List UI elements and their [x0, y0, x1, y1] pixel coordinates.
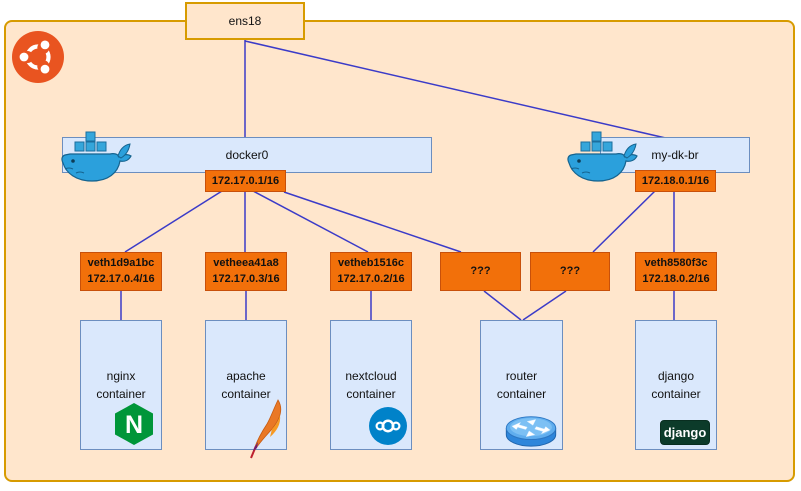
node-ens18: ens18	[185, 2, 305, 40]
node-vetheea41a8: vetheea41a8 172.17.0.3/16	[205, 252, 287, 291]
veth1d9a1bc-text: veth1d9a1bc 172.17.0.4/16	[87, 256, 155, 285]
django-logo-icon: django	[660, 420, 710, 445]
django-logo-text: django	[663, 424, 707, 440]
node-django-container: django container django	[635, 320, 717, 450]
router-icon	[505, 416, 557, 447]
router-container-label: router container	[496, 369, 547, 401]
unknown-veth-left-text: ???	[470, 264, 491, 277]
my-dk-br-label: my-dk-br	[651, 148, 699, 162]
nginx-logo-icon: N	[115, 403, 153, 445]
my-dk-br-ip-text: 172.18.0.1/16	[641, 175, 710, 187]
unknown-veth-right-text: ???	[559, 264, 581, 277]
node-veth1d9a1bc: veth1d9a1bc 172.17.0.4/16	[80, 252, 162, 291]
node-bridge-docker0: docker0	[62, 137, 432, 173]
django-container-label: django container	[651, 369, 701, 401]
nginx-container-label: nginx container	[96, 369, 146, 401]
apache-container-label: apache container	[221, 369, 271, 401]
nextcloud-container-label: nextcloud container	[345, 369, 397, 401]
node-bridge-my-dk-br: my-dk-br	[600, 137, 750, 173]
node-nextcloud-container: nextcloud container	[330, 320, 412, 450]
node-veth8580f3c: veth8580f3c 172.18.0.2/16	[635, 252, 717, 291]
svg-text:N: N	[125, 411, 143, 439]
node-unknown-veth-left: ???	[440, 252, 521, 291]
node-router-container: router container	[480, 320, 563, 450]
node-apache-container: apache container	[205, 320, 287, 459]
my-dk-br-ip-label: 172.18.0.1/16	[635, 170, 716, 192]
docker0-label: docker0	[225, 148, 269, 162]
node-nginx-container: nginx container N	[80, 320, 162, 450]
docker0-ip-label: 172.17.0.1/16	[205, 170, 286, 192]
node-vetheb1516c: vetheb1516c 172.17.0.2/16	[330, 252, 412, 291]
node-unknown-veth-right: ???	[530, 252, 610, 291]
ens18-label: ens18	[228, 14, 262, 28]
docker0-ip-text: 172.17.0.1/16	[211, 175, 280, 187]
nextcloud-logo-icon	[369, 407, 407, 445]
veth8580f3c-text: veth8580f3c 172.18.0.2/16	[642, 256, 710, 285]
vetheea41a8-text: vetheea41a8 172.17.0.3/16	[212, 256, 280, 285]
vetheb1516c-text: vetheb1516c 172.17.0.2/16	[337, 256, 405, 285]
